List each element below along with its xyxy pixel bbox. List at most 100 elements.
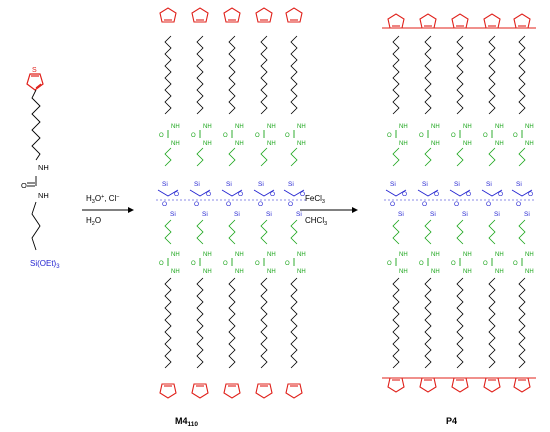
urea-o-label: O [483, 133, 488, 139]
product-p4-label: P4 [446, 416, 457, 426]
si-label: Si [170, 211, 176, 218]
product-p4-structure: NHONHSiOOSiNHONHNHONHSiOOSiNHONHNHONHSiO… [382, 13, 536, 393]
monomer-carbonyl-o: O [21, 181, 27, 190]
thiophene-top-icon [387, 13, 405, 29]
si-label: Si [162, 181, 168, 188]
urea-o-label: O [285, 133, 290, 139]
si-label: Si [390, 181, 396, 188]
si-label: Si [288, 181, 294, 188]
thiophene-bottom-icon [387, 377, 405, 393]
urea-o-label: O [387, 261, 392, 267]
urea-o-label: O [191, 261, 196, 267]
thiophene-bottom-icon [159, 383, 177, 399]
oxygen-label: O [390, 201, 395, 208]
urea-nh-label: NH [399, 252, 408, 258]
thiophene-top-icon [255, 7, 273, 23]
urea-nh-label: NH [297, 141, 306, 147]
thiophene-bottom-icon [255, 383, 273, 399]
urea-nh-label: NH [463, 141, 472, 147]
step1-reagent-line2: H2O [86, 216, 101, 227]
urea-nh-label: NH [431, 141, 440, 147]
urea-nh-label: NH [495, 252, 504, 258]
urea-nh-label: NH [235, 269, 244, 275]
urea-nh-label: NH [431, 252, 440, 258]
urea-o-label: O [513, 133, 518, 139]
urea-nh-label: NH [297, 269, 306, 275]
oxygen-label: O [258, 201, 263, 208]
step1-reagent-line1: H3O+, Cl− [86, 194, 120, 205]
thiophene-top-icon [159, 7, 177, 23]
si-label: Si [226, 181, 232, 188]
urea-nh-label: NH [431, 124, 440, 130]
si-label: Si [454, 181, 460, 188]
si-label: Si [430, 211, 436, 218]
urea-nh-label: NH [463, 124, 472, 130]
oxygen-label: O [206, 191, 211, 198]
urea-nh-label: NH [235, 252, 244, 258]
urea-nh-label: NH [267, 124, 276, 130]
oxygen-label: O [300, 191, 305, 198]
urea-nh-label: NH [267, 141, 276, 147]
urea-nh-label: NH [203, 141, 212, 147]
si-label: Si [234, 211, 240, 218]
oxygen-label: O [402, 191, 407, 198]
urea-o-label: O [191, 133, 196, 139]
oxygen-label: O [516, 201, 521, 208]
oxygen-label: O [528, 191, 533, 198]
monomer-nh-top: NH [38, 163, 49, 172]
si-label: Si [516, 181, 522, 188]
oxygen-label: O [454, 201, 459, 208]
urea-o-label: O [255, 133, 260, 139]
urea-o-label: O [387, 133, 392, 139]
urea-nh-label: NH [203, 269, 212, 275]
si-label: Si [194, 181, 200, 188]
urea-nh-label: NH [525, 124, 534, 130]
si-label: Si [296, 211, 302, 218]
oxygen-label: O [162, 201, 167, 208]
urea-nh-label: NH [267, 252, 276, 258]
urea-nh-label: NH [495, 141, 504, 147]
thiophene-top-icon [419, 13, 437, 29]
si-label: Si [398, 211, 404, 218]
monomer-thiophene-icon [26, 73, 44, 91]
step2: FeCl3 CHCl3 [300, 194, 358, 227]
urea-nh-label: NH [235, 141, 244, 147]
thiophene-top-icon [483, 13, 501, 29]
urea-nh-label: NH [171, 252, 180, 258]
urea-nh-label: NH [525, 269, 534, 275]
oxygen-label: O [238, 191, 243, 198]
monomer-nh-bottom: NH [38, 191, 49, 200]
urea-o-label: O [255, 261, 260, 267]
urea-o-label: O [419, 133, 424, 139]
monomer-silane-label: Si(OEt)3 [30, 259, 60, 270]
thiophene-top-icon [191, 7, 209, 23]
oxygen-label: O [466, 191, 471, 198]
si-label: Si [524, 211, 530, 218]
urea-nh-label: NH [203, 252, 212, 258]
urea-nh-label: NH [235, 124, 244, 130]
thiophene-top-icon [223, 7, 241, 23]
oxygen-label: O [226, 201, 231, 208]
urea-o-label: O [223, 261, 228, 267]
urea-nh-label: NH [463, 252, 472, 258]
oxygen-label: O [174, 191, 179, 198]
oxygen-label: O [194, 201, 199, 208]
thiophene-top-icon [285, 7, 303, 23]
urea-nh-label: NH [171, 141, 180, 147]
urea-o-label: O [513, 261, 518, 267]
oxygen-label: O [498, 191, 503, 198]
urea-nh-label: NH [525, 252, 534, 258]
product-m4-label: M4110 [175, 416, 198, 428]
urea-nh-label: NH [171, 124, 180, 130]
oxygen-label: O [270, 191, 275, 198]
monomer: S NH O NH Si(OEt)3 [21, 67, 60, 270]
